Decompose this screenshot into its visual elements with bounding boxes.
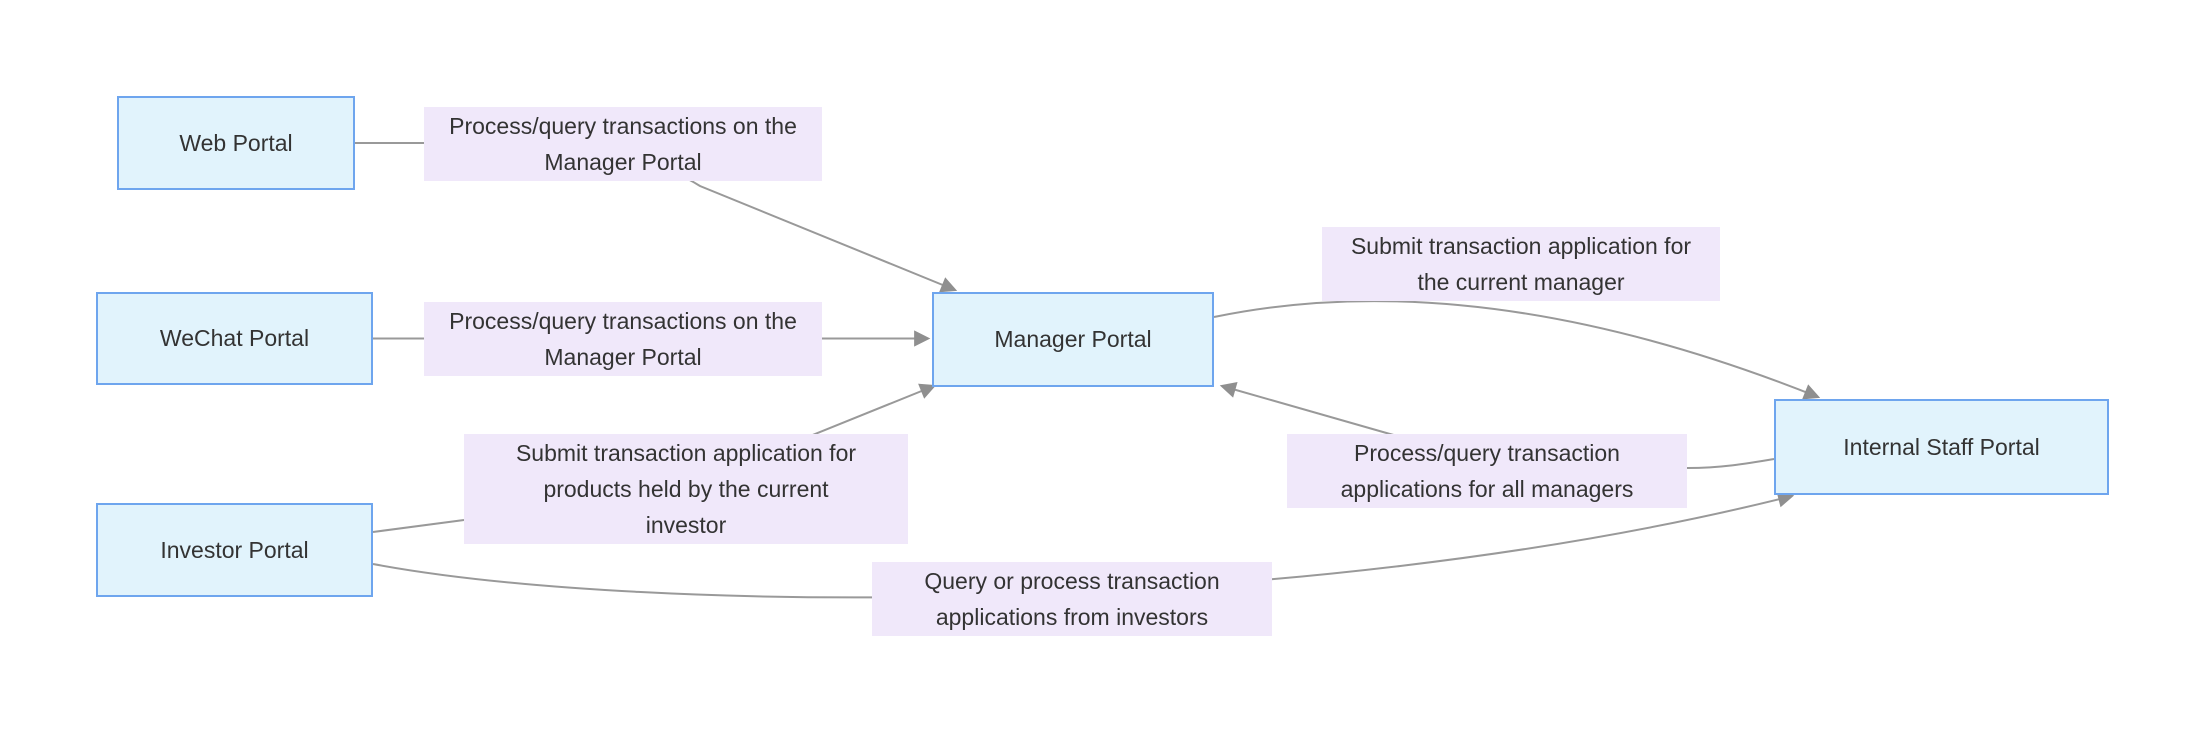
edge-label-investor-to-staff: Query or process transaction application… xyxy=(872,562,1272,636)
node-web-portal-label: Web Portal xyxy=(179,129,293,156)
edge-label-web-to-manager: Process/query transactions on the Manage… xyxy=(424,107,822,181)
edge-label-wechat-to-manager: Process/query transactions on the Manage… xyxy=(424,302,822,376)
node-wechat-portal-label: WeChat Portal xyxy=(159,325,310,351)
node-manager-portal: Manager Portal xyxy=(932,292,1214,387)
node-manager-portal-label: Manager Portal xyxy=(994,326,1152,352)
edge-manager-to-staff xyxy=(1213,300,1821,400)
edge-label-investor-to-manager: Submit transaction application for produ… xyxy=(464,434,908,544)
node-wechat-portal: WeChat Portal xyxy=(96,292,373,385)
node-internal-staff-portal: Internal Staff Portal xyxy=(1774,399,2109,495)
node-internal-staff-portal-label: Internal Staff Portal xyxy=(1843,433,2040,460)
node-investor-portal-label: Investor Portal xyxy=(160,536,309,563)
node-web-portal: Web Portal xyxy=(117,96,355,190)
edge-label-staff-to-manager: Process/query transaction applications f… xyxy=(1287,434,1687,508)
node-investor-portal: Investor Portal xyxy=(96,503,373,597)
edge-label-manager-to-staff: Submit transaction application for the c… xyxy=(1322,227,1720,301)
